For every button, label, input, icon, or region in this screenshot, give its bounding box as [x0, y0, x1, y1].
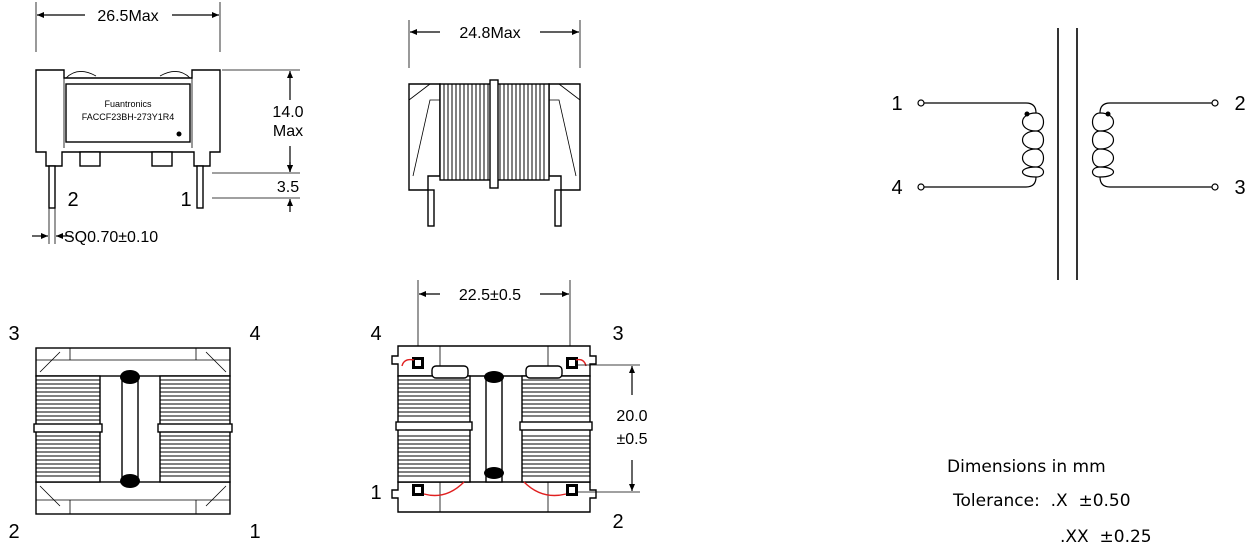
front-marking-part: FACCF23BH-273Y1R4: [82, 112, 175, 122]
side-width-dim: 24.8Max: [459, 25, 520, 42]
note-units: Dimensions in mm: [947, 457, 1106, 477]
front-height-dim-2: Max: [273, 123, 303, 140]
front-pin-length-dim: 3.5: [277, 179, 299, 196]
bottom-pitch-dim: 22.5±0.5: [459, 287, 521, 304]
bottom-pin-3-label: 3: [612, 323, 623, 345]
schematic-pin-4-label: 4: [891, 177, 902, 199]
front-width-dim: 26.5Max: [97, 8, 158, 25]
transformer-schematic: 1 4 2 3: [891, 28, 1246, 280]
front-view: 26.5Max Fuantronics FACCF23BH-273Y1R4 14…: [32, 2, 304, 246]
bottom-pin-2-label: 2: [612, 511, 623, 533]
dimension-notes: Dimensions in mm Tolerance: .X ±0.50 .XX…: [947, 457, 1152, 547]
top-pin-1-label: 1: [249, 521, 260, 543]
front-pin-2-label: 2: [67, 189, 78, 211]
bottom-view: 22.5±0.5 4 3 1 2: [370, 280, 648, 533]
front-pin-square-dim: SQ0.70±0.10: [64, 229, 158, 246]
front-marking-brand: Fuantronics: [104, 99, 152, 109]
front-pin-1-label: 1: [180, 189, 191, 211]
side-view: 24.8Max: [408, 20, 581, 227]
bottom-pin-4-label: 4: [370, 323, 381, 345]
schematic-pin-3-label: 3: [1234, 177, 1245, 199]
front-height-dim-1: 14.0: [272, 104, 303, 121]
schematic-pin-2-label: 2: [1234, 93, 1245, 115]
schematic-pin-1-label: 1: [891, 93, 902, 115]
top-pin-2-label: 2: [8, 521, 19, 543]
top-view: 3 4 2 1: [8, 323, 260, 543]
bottom-row-dim-1: 20.0: [616, 408, 647, 425]
top-pin-3-label: 3: [8, 323, 19, 345]
bottom-row-dim-2: ±0.5: [616, 431, 647, 448]
note-tolerance-xx: .XX ±0.25: [1060, 527, 1152, 547]
top-pin-4-label: 4: [249, 323, 260, 345]
note-tolerance-x: Tolerance: .X ±0.50: [952, 491, 1131, 511]
bottom-pin-1-label: 1: [370, 482, 381, 504]
